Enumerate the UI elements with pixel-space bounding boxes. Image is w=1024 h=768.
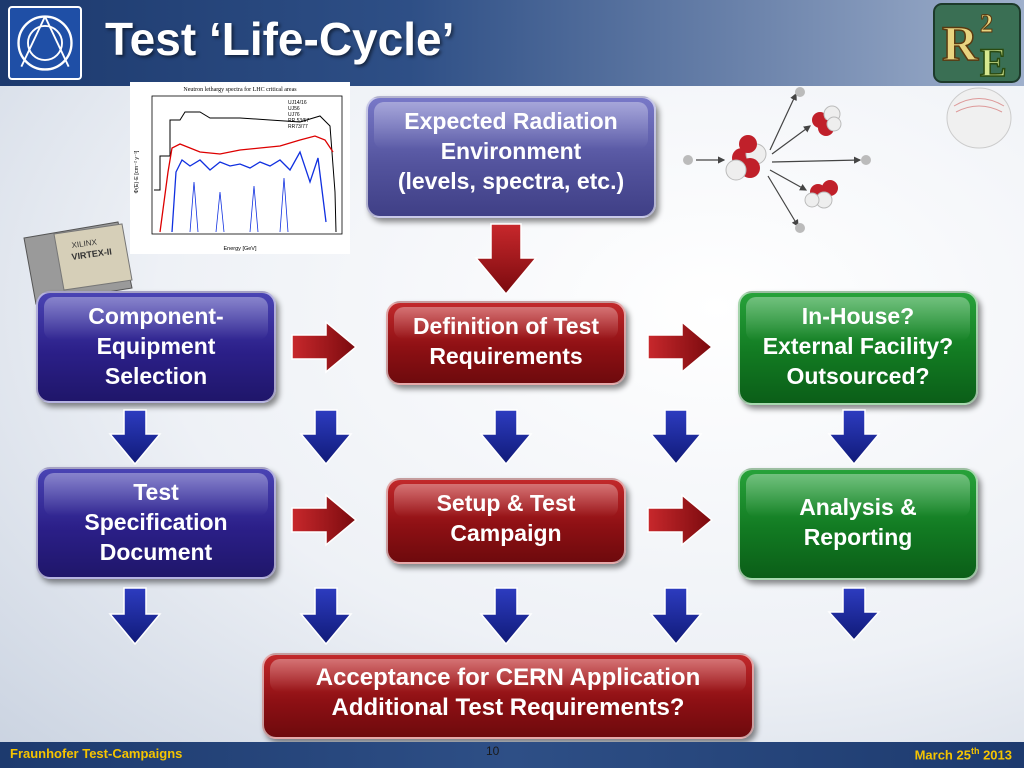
r2e-logo: R 2 E [932, 2, 1022, 86]
arrow-down-row2-e [827, 587, 881, 642]
svg-text:UJ14/16: UJ14/16 [288, 100, 307, 106]
arrow-right-1 [291, 320, 358, 374]
arrow-down-row1-d [649, 409, 703, 466]
arrow-down-row2-a [108, 587, 162, 646]
radiation-spectrum-plot: Neutron lethargy spectra for LHC critica… [130, 82, 350, 254]
svg-text:RR 53/57: RR 53/57 [288, 118, 309, 124]
arrow-down-row1-a [108, 409, 162, 466]
arrow-right-4 [647, 493, 714, 547]
arrow-down-row1-b [299, 409, 353, 466]
plot-xlabel: Energy [GeV] [223, 246, 256, 252]
svg-text:2: 2 [980, 9, 993, 38]
arrow-right-2 [647, 320, 714, 374]
page-title: Test ‘Life-Cycle’ [105, 13, 455, 65]
fpga-chip-image: XILINX VIRTEX-II [14, 218, 134, 306]
footer-bar: Fraunhofer Test-Campaigns March 25th 201… [0, 742, 1024, 768]
plot-ylabel: Φ(E)·E [cm⁻² y⁻¹] [134, 150, 140, 193]
svg-text:UJ76: UJ76 [288, 112, 300, 118]
arrow-down-row1-e [827, 409, 881, 466]
svg-text:XILINX: XILINX [71, 237, 98, 250]
svg-text:RR73/77: RR73/77 [288, 124, 308, 130]
arrow-right-3 [291, 493, 358, 547]
arrow-down-row2-c [479, 587, 533, 646]
arrow-down-row1-c [479, 409, 533, 466]
svg-text:R: R [942, 15, 979, 71]
plot-title: Neutron lethargy spectra for LHC critica… [183, 86, 297, 93]
cern-logo [8, 6, 82, 80]
arrow-down-row2-d [649, 587, 703, 646]
svg-text:UJ56: UJ56 [288, 106, 300, 112]
arrow-down-row2-b [299, 587, 353, 646]
footer-date: March 25th 2013 [914, 746, 1012, 763]
page-number: 10 [486, 744, 500, 758]
arrow-down-radiation [474, 223, 538, 296]
footer-left-text: Fraunhofer Test-Campaigns [10, 746, 183, 761]
detector-image [944, 86, 1014, 150]
nuclear-reaction-image [680, 84, 880, 234]
svg-text:E: E [980, 40, 1007, 84]
header-bar [0, 0, 1024, 86]
